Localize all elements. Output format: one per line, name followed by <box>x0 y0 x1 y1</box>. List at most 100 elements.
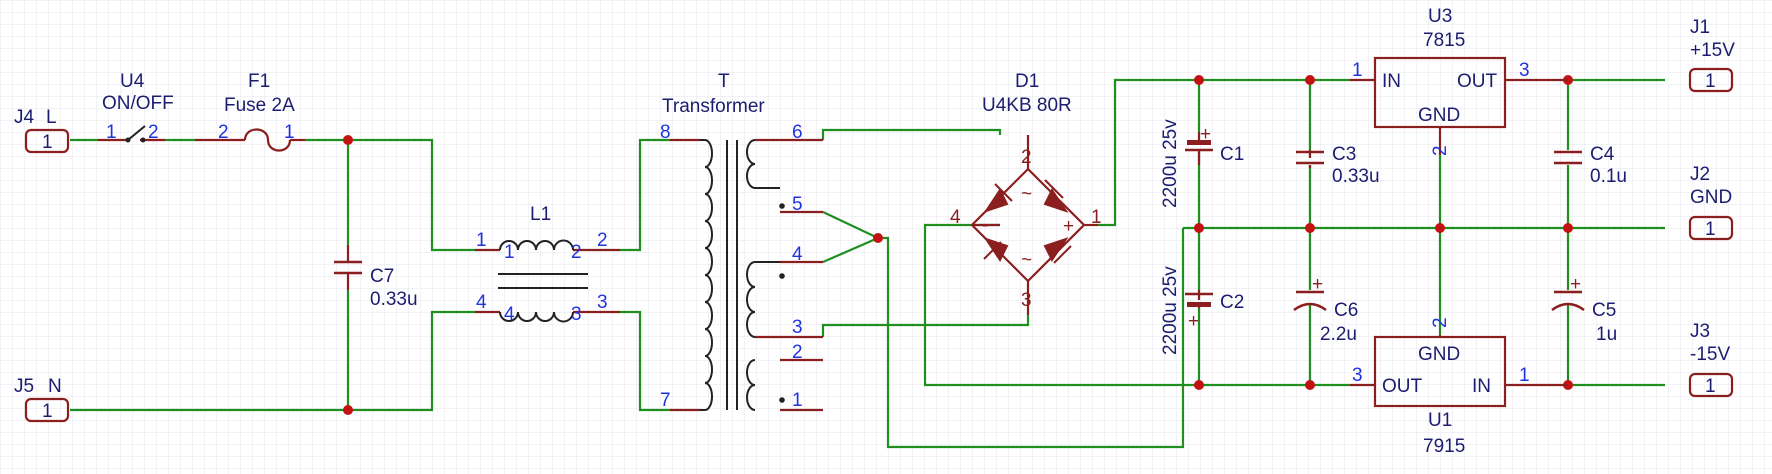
connector-pin: 1 <box>42 401 53 422</box>
switch-value: ON/OFF <box>102 93 174 114</box>
regulator-u1[interactable]: U1 7915 OUT IN GND 3 1 2 <box>1350 317 1568 457</box>
choke-ref: L1 <box>530 204 551 225</box>
pin-number: 3 <box>571 304 582 325</box>
regulator-u3[interactable]: U3 7815 IN OUT GND 1 3 2 <box>1350 6 1568 156</box>
connector-j2[interactable]: J2 GND 1 <box>1688 164 1734 241</box>
junction-dot <box>343 135 353 145</box>
capacitor-ref: C6 <box>1334 300 1358 321</box>
capacitor-value: 0.33u <box>1332 166 1380 187</box>
connector-ref: J3 <box>1690 321 1710 342</box>
connector-j3[interactable]: J3 -15V 1 <box>1688 321 1734 398</box>
switch-u4[interactable]: U4 ON/OFF 1 2 <box>98 71 174 143</box>
capacitor-value: 0.1u <box>1590 166 1627 187</box>
polarity-plus: + <box>1312 274 1323 295</box>
transformer-value: Transformer <box>662 96 765 117</box>
capacitor-c1[interactable]: + C1 2200u 25v <box>1160 119 1244 208</box>
capacitor-ref: C1 <box>1220 144 1244 165</box>
junction-dot <box>1194 75 1204 85</box>
pin-number: 3 <box>1021 290 1032 311</box>
capacitor-ref: C3 <box>1332 144 1356 165</box>
regulator-in-label: IN <box>1472 376 1491 397</box>
connector-pin: 1 <box>1705 376 1716 397</box>
pin-number: 2 <box>1021 147 1032 168</box>
connector-value: GND <box>1690 187 1732 208</box>
bridge-ref: D1 <box>1015 71 1039 92</box>
pin-number: 3 <box>792 317 803 338</box>
connector-value: +15V <box>1690 40 1735 61</box>
fuse-f1[interactable]: F1 Fuse 2A 2 1 <box>195 71 305 152</box>
bridge-ac-symbol: ~ <box>1021 250 1032 271</box>
pin-number: 4 <box>504 304 515 325</box>
transformer-t[interactable]: T Transformer 8 7 6 5 4 3 2 1 <box>660 71 823 412</box>
regulator-ref: U1 <box>1428 410 1452 431</box>
bridge-value: U4KB 80R <box>982 95 1072 116</box>
capacitor-c2[interactable]: + C2 2200u 25v <box>1160 266 1244 355</box>
connector-value: N <box>48 376 62 397</box>
regulator-out-label: OUT <box>1457 71 1498 92</box>
capacitor-ref: C5 <box>1592 300 1616 321</box>
connector-j1[interactable]: J1 +15V 1 <box>1688 17 1735 93</box>
connector-pin: 1 <box>42 132 53 153</box>
pin-number: 4 <box>950 207 961 228</box>
transformer-ref: T <box>718 71 730 92</box>
pin-number: 2 <box>1430 317 1451 328</box>
connector-value: -15V <box>1690 344 1730 365</box>
pin-number: 8 <box>660 122 671 143</box>
junction-dot <box>1194 223 1204 233</box>
pin-number: 2 <box>148 122 159 143</box>
regulator-value: 7915 <box>1423 436 1465 457</box>
regulator-value: 7815 <box>1423 30 1465 51</box>
junction-dot <box>1435 223 1445 233</box>
capacitor-value: 0.33u <box>370 289 418 310</box>
pin-number: 7 <box>660 390 671 411</box>
junction-dot <box>1305 380 1315 390</box>
fuse-ref: F1 <box>248 71 270 92</box>
choke-l1[interactable]: L1 1 1 2 2 4 4 3 3 <box>475 204 620 325</box>
pin-number: 1 <box>504 242 515 263</box>
pin-number: 5 <box>792 194 803 215</box>
capacitor-c4[interactable]: C4 0.1u <box>1554 144 1627 187</box>
pin-number: 2 <box>597 230 608 251</box>
junction-dot <box>1194 380 1204 390</box>
regulator-in-label: IN <box>1382 71 1401 92</box>
pin-number: 4 <box>792 244 803 265</box>
pin-number: 3 <box>1352 365 1363 386</box>
connector-pin: 1 <box>1705 71 1716 92</box>
capacitor-ref: C4 <box>1590 144 1615 165</box>
pin-number: 1 <box>1519 365 1530 386</box>
capacitor-c5[interactable]: + C5 1u <box>1551 274 1617 345</box>
junction-dot <box>873 233 883 243</box>
connector-j4[interactable]: J4 L 1 <box>14 107 70 154</box>
connector-j5[interactable]: J5 N 1 <box>14 376 70 423</box>
capacitor-c7[interactable]: C7 0.33u <box>334 245 418 310</box>
connector-pin: 1 <box>1705 219 1716 240</box>
connector-ref: J5 <box>14 376 34 397</box>
polarity-plus: + <box>1200 124 1211 145</box>
switch-ref: U4 <box>120 71 145 92</box>
connector-ref: J4 <box>14 107 35 128</box>
connector-ref: J1 <box>1690 17 1710 38</box>
pin-number: 2 <box>792 342 803 363</box>
junction-dot <box>1305 75 1315 85</box>
pin-number: 1 <box>792 390 803 411</box>
bridge-plus-symbol: + <box>1063 216 1074 237</box>
capacitor-value: 2200u 25v <box>1160 119 1181 208</box>
bridge-minus-symbol: - <box>982 215 988 236</box>
fuse-value: Fuse 2A <box>224 95 295 116</box>
connector-value: L <box>46 107 57 128</box>
pin-number: 1 <box>1091 207 1102 228</box>
capacitor-c6[interactable]: + C6 2.2u <box>1293 274 1358 345</box>
bridge-rectifier-d1[interactable]: ~ ~ - + 2 3 4 1 D1 U4KB 80R <box>950 71 1102 315</box>
capacitor-ref: C7 <box>370 266 394 287</box>
polarity-plus: + <box>1188 311 1199 332</box>
regulator-out-label: OUT <box>1382 376 1423 397</box>
pin-number: 3 <box>1519 60 1530 81</box>
capacitor-value: 2.2u <box>1320 324 1357 345</box>
regulator-gnd-label: GND <box>1418 105 1460 126</box>
connector-ref: J2 <box>1690 164 1710 185</box>
capacitor-value: 2200u 25v <box>1160 266 1181 355</box>
regulator-gnd-label: GND <box>1418 344 1460 365</box>
polarity-plus: + <box>1570 274 1581 295</box>
capacitor-c3[interactable]: C3 0.33u <box>1296 144 1380 187</box>
pin-number: 2 <box>571 242 582 263</box>
